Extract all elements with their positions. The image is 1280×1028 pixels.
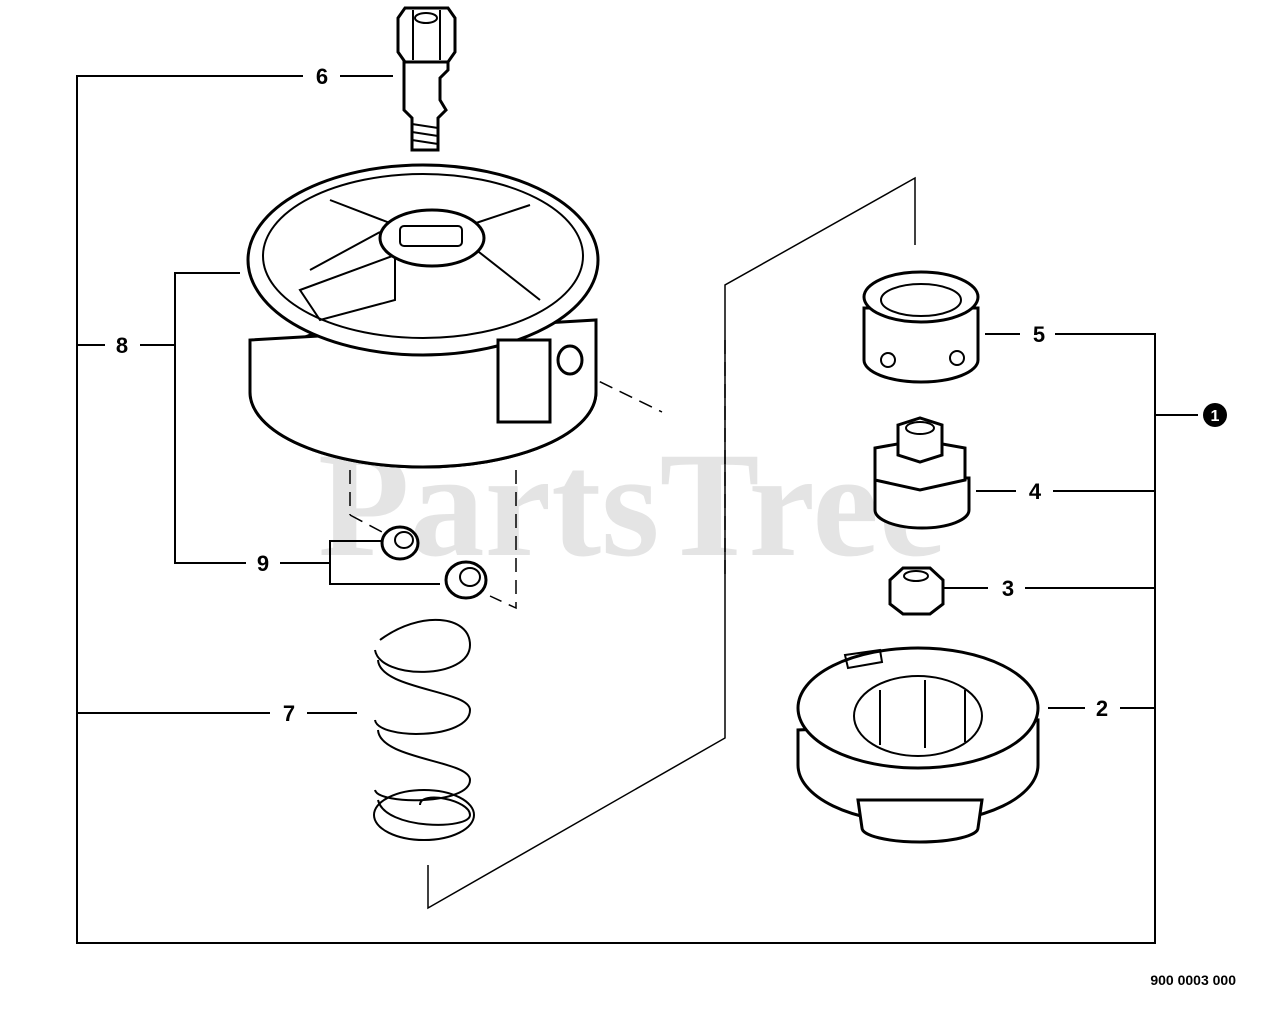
callout-6: 6 [316, 64, 328, 89]
callout-2: 2 [1096, 696, 1108, 721]
part-2-cover [796, 646, 1040, 844]
callout-5: 5 [1033, 322, 1045, 347]
callout-4: 4 [1029, 479, 1042, 504]
callout-8: 8 [116, 333, 128, 358]
part-9-bushings [380, 525, 488, 600]
callout-3: 3 [1002, 576, 1014, 601]
part-7-spring [373, 619, 475, 841]
callout-9: 9 [257, 551, 269, 576]
part-4-nut-adapter [873, 416, 971, 530]
leader-lines [76, 75, 1198, 944]
kit-callout: 1 [1203, 403, 1227, 427]
part-5-adapter [862, 270, 980, 384]
callout-7: 7 [283, 701, 295, 726]
part-8-spool [246, 163, 600, 469]
part-3-nut [888, 566, 945, 616]
part-6-bolt [396, 6, 457, 152]
callout-1: 1 [1211, 408, 1220, 425]
figure-code: 900 0003 000 [1150, 972, 1236, 988]
